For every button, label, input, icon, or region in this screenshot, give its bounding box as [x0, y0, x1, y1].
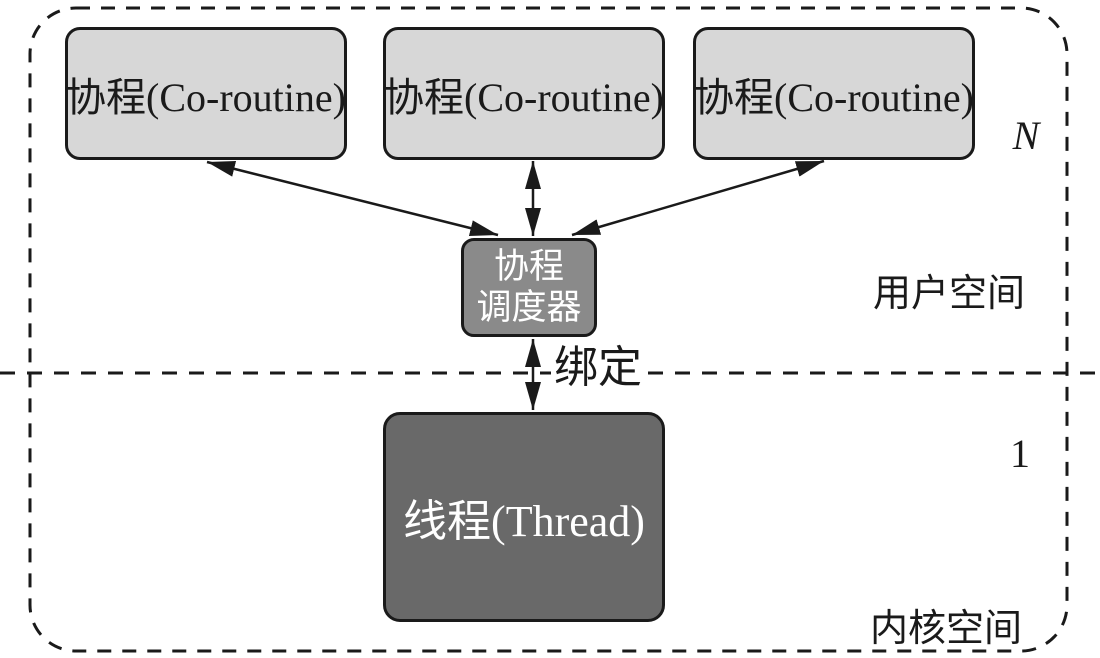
coroutine-box-3: 协程(Co-routine) [693, 27, 975, 160]
arrow-scheduler-coroutine-right [571, 159, 825, 237]
kernel-space-label: 内核空间 [870, 608, 1023, 650]
outer-dashed-border [28, 6, 1069, 653]
user-space-label: 用户空间 [873, 273, 1026, 315]
binding-label: 绑定 [551, 344, 645, 392]
thread-box: 线程(Thread) [383, 412, 665, 622]
coroutine-box-2: 协程(Co-routine) [383, 27, 665, 160]
coroutine-box-1-label: 协程(Co-routine) [66, 74, 346, 120]
coroutine-scheduler-box: 协程 调度器 [461, 238, 597, 337]
thread-box-label: 线程(Thread) [403, 497, 645, 546]
scheduler-label-line1: 协程 [493, 247, 564, 287]
coroutine-box-1: 协程(Co-routine) [65, 27, 347, 160]
user-space-count-label: N [1012, 113, 1040, 158]
coroutine-box-2-label: 协程(Co-routine) [384, 74, 664, 120]
coroutine-box-3-label: 协程(Co-routine) [694, 74, 974, 120]
scheduler-label-line2: 调度器 [476, 287, 582, 327]
kernel-space-count-label: 1 [1010, 431, 1030, 476]
arrow-scheduler-coroutine-left [206, 160, 499, 237]
